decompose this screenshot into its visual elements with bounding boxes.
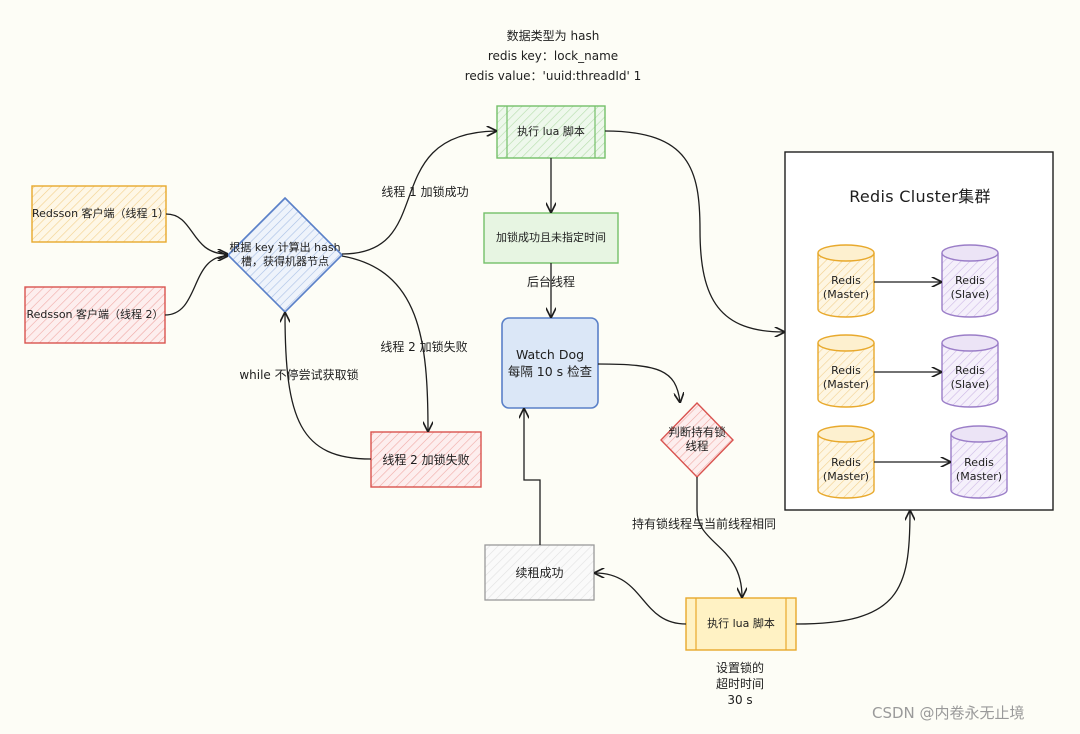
watchdog-line1: Watch Dog — [515, 347, 585, 362]
thread2-fail-label: 线程 2 加锁失败 — [382, 452, 470, 467]
redis-slave-2-label: Redis (Slave) — [942, 360, 998, 396]
redis-slave-1-line1: Redis — [955, 274, 985, 287]
edge-label-retry: while 不停尝试获取锁 — [239, 368, 359, 382]
edge-label-background: 后台线程 — [526, 275, 575, 289]
timeout-line1: 设置锁的 — [715, 661, 764, 675]
top-note: 数据类型为 hash redis key：lock_name redis val… — [460, 28, 646, 84]
edge-hash-to-lua-top — [341, 131, 496, 255]
top-note-line2: redis key：lock_name — [487, 49, 619, 63]
redis-slave-2-cylinder — [941, 334, 999, 408]
edge-thread2-fail-to-hash — [285, 313, 372, 460]
edge-check-owner-to-lua-bottom — [696, 477, 742, 597]
top-note-line1: 数据类型为 hash — [506, 29, 600, 43]
edge-label-same-thread: 持有锁线程与当前线程相同 — [631, 517, 776, 531]
redis-master-3-line2: (Master) — [822, 470, 870, 483]
lua-top-box — [496, 105, 606, 159]
redis-master-1-line2: (Master) — [822, 288, 870, 301]
edge-renew-to-watchdog — [524, 409, 541, 545]
lua-top-label: 执行 lua 脚本 — [517, 125, 585, 138]
check-owner-label: 判断持有锁 线程 — [656, 422, 738, 456]
lock-success-label: 加锁成功且未指定时间 — [496, 231, 606, 244]
edge-label-timeout: 设置锁的 超时时间 30 s — [700, 660, 780, 708]
client2-box — [24, 286, 166, 344]
edge-client2-to-hash — [164, 256, 227, 316]
watchdog-line2: 每隔 10 s 检查 — [507, 364, 593, 379]
redis-slave-1-cylinder — [941, 244, 999, 318]
edge-label-thread2-fail: 线程 2 加锁失败 — [380, 340, 468, 354]
cluster-title: Redis Cluster集群 — [849, 187, 991, 206]
redis-master-4-line2: (Master) — [955, 470, 1003, 483]
edge-lua-top-to-cluster — [604, 130, 784, 332]
hash-decision-label: 根据 key 计算出 hash 槽，获得机器节点 — [228, 235, 342, 275]
redis-master-2-label: Redis (Master) — [818, 360, 874, 396]
redis-master-4-cylinder — [950, 425, 1008, 499]
edge-label-thread1-success: 线程 1 加锁成功 — [381, 185, 469, 199]
watchdog-label: Watch Dog 每隔 10 s 检查 — [502, 318, 598, 408]
renew-success-box — [484, 544, 595, 601]
timeout-line3: 30 s — [727, 693, 753, 707]
hash-decision-line2: 槽，获得机器节点 — [241, 255, 329, 268]
client1-label: Redsson 客户端（线程 1） — [32, 207, 170, 220]
edge-watchdog-to-check-owner — [597, 363, 680, 402]
check-owner-line2: 线程 — [685, 439, 709, 453]
redis-master-1-label: Redis (Master) — [818, 270, 874, 306]
client1-box — [31, 185, 167, 243]
redis-master-3-label: Redis (Master) — [818, 452, 874, 488]
timeout-line2: 超时时间 — [715, 677, 764, 691]
redis-master-1-cylinder — [817, 244, 875, 318]
watermark: CSDN @内卷永无止境 — [872, 704, 1025, 722]
edge-lua-bottom-to-renew — [595, 573, 687, 625]
redis-master-4-label: Redis (Master) — [951, 452, 1007, 488]
redis-master-2-cylinder — [817, 334, 875, 408]
redis-slave-2-line1: Redis — [955, 364, 985, 377]
edge-hash-to-thread2-fail — [341, 255, 428, 431]
redis-master-3-cylinder — [817, 425, 875, 499]
redis-master-1-line1: Redis — [831, 274, 861, 287]
hash-decision-line1: 根据 key 计算出 hash — [229, 241, 341, 254]
check-owner-line1: 判断持有锁 — [668, 425, 726, 439]
redis-master-4-line1: Redis — [964, 456, 994, 469]
lua-bottom-label: 执行 lua 脚本 — [707, 617, 775, 630]
redis-slave-1-label: Redis (Slave) — [942, 270, 998, 306]
lua-bottom-box — [685, 597, 797, 651]
redis-master-2-line2: (Master) — [822, 378, 870, 391]
redis-slave-2-line2: (Slave) — [950, 378, 990, 391]
redis-master-2-line1: Redis — [831, 364, 861, 377]
edge-client1-to-hash — [165, 213, 227, 254]
redis-master-3-line1: Redis — [831, 456, 861, 469]
redis-slave-1-line2: (Slave) — [950, 288, 990, 301]
edge-lua-bottom-to-cluster — [795, 511, 910, 625]
renew-success-label: 续租成功 — [515, 565, 564, 580]
top-note-line3: redis value：'uuid:threadId' 1 — [464, 69, 642, 83]
client2-label: Redsson 客户端（线程 2） — [26, 308, 164, 321]
